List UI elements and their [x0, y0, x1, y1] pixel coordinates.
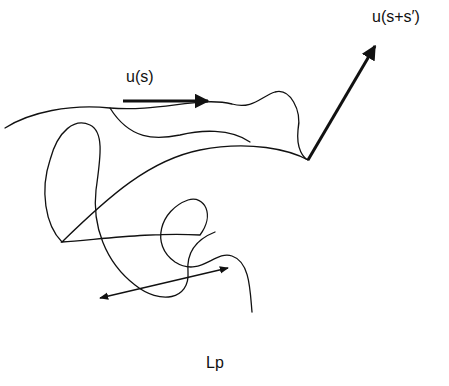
polymer-chain	[5, 92, 308, 312]
length-label: Lp	[206, 354, 224, 372]
vector-label: u(s)	[126, 68, 154, 86]
tangent-vector	[308, 46, 375, 160]
vector-label: u(s+s′)	[372, 8, 420, 26]
tangent-vector	[123, 100, 208, 103]
length-arrow	[100, 268, 228, 298]
